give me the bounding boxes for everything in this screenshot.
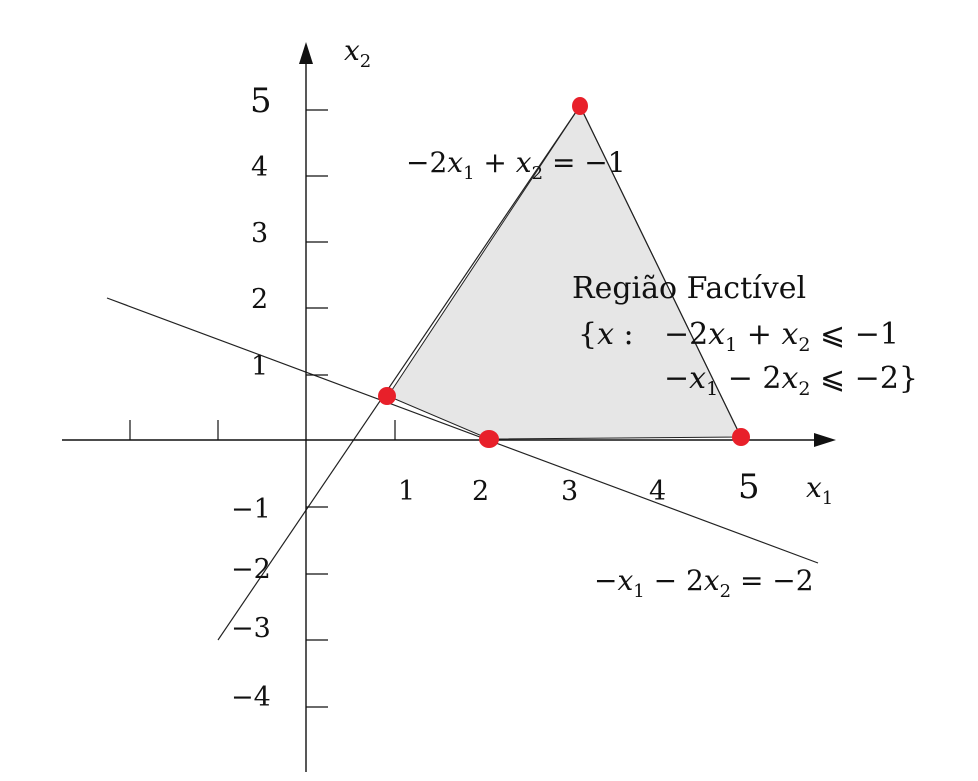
region-set-row-1: {x : [578, 317, 634, 352]
equation-label-1: −2x1 + x2 = −1 [406, 146, 626, 184]
x-tick-label-2: 2 [472, 476, 489, 507]
y-axis-arrow [299, 42, 313, 64]
vertex-point [479, 430, 499, 448]
x-tick-label-5: 5 [738, 467, 760, 507]
y-axis-title: x2 [344, 34, 371, 72]
x-tick-label-4: 4 [649, 476, 666, 507]
constraint-line-2 [106, 297, 819, 564]
vertices [378, 97, 750, 448]
x-axis-title: x1 [806, 471, 833, 509]
y-tick-label-4: 4 [251, 152, 268, 183]
y-ticks [306, 109, 328, 708]
region-constraint-1: −2x1 + x2 ⩽ −1 [664, 317, 899, 356]
region-edge-right [579, 105, 742, 438]
x-tick-label-3: 3 [561, 476, 578, 507]
x-ticks [129, 420, 396, 440]
y-tick-label-neg2: −2 [231, 554, 271, 585]
y-tick-label-neg3: −3 [231, 613, 271, 644]
constraint-line-1 [217, 105, 581, 641]
vertex-point [732, 428, 750, 446]
y-tick-label-neg1: −1 [231, 494, 271, 525]
y-tick-label-1: 1 [251, 351, 268, 382]
region-constraint-2: −x1 − 2x2 ⩽ −2} [664, 361, 918, 400]
y-tick-label-3: 3 [251, 218, 268, 249]
vertex-point [378, 387, 396, 405]
y-tick-label-5: 5 [250, 81, 272, 121]
vertex-point [572, 97, 588, 115]
x-axis-arrow [814, 433, 836, 447]
y-tick-label-2: 2 [251, 284, 268, 315]
equation-label-2: −x1 − 2x2 = −2 [594, 564, 814, 602]
y-tick-label-neg4: −4 [231, 682, 271, 713]
region-title: Região Factível [572, 271, 806, 306]
x-tick-label-1: 1 [398, 476, 415, 507]
